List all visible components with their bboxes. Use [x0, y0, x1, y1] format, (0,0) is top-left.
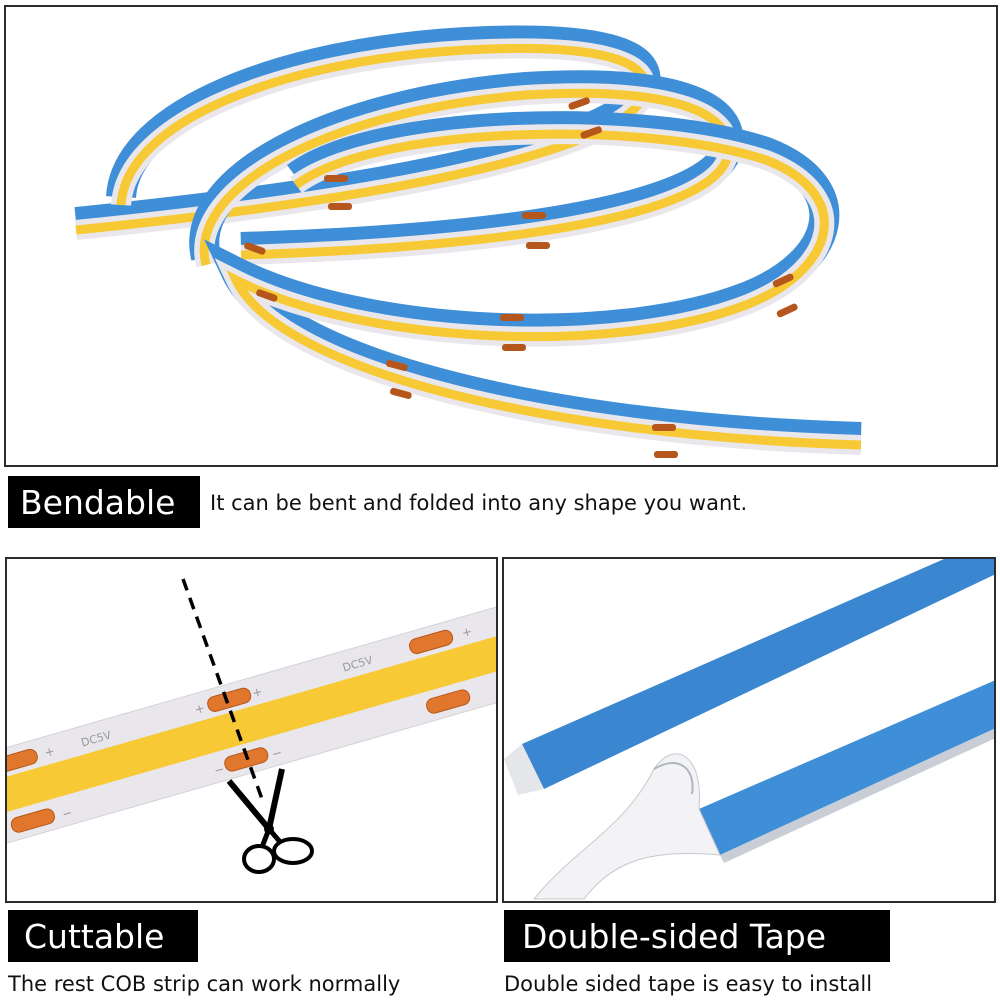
bendable-description: It can be bent and folded into any shape… — [210, 491, 748, 515]
straight-led-strip: DC5V DC5V + + + + − − − — [7, 593, 496, 855]
svg-text:+: + — [193, 701, 207, 717]
strip-loop-outer — [74, 25, 661, 240]
scissors-icon — [226, 768, 314, 874]
tape-photo — [502, 557, 996, 903]
svg-text:+: + — [43, 744, 57, 760]
svg-text:−: − — [60, 805, 74, 821]
peeled-tape-liner — [532, 753, 721, 900]
coiled-led-strip-illustration — [74, 25, 862, 458]
cuttable-description: The rest COB strip can work normally — [8, 972, 401, 996]
bendable-label: Bendable — [8, 476, 200, 528]
tape-label: Double-sided Tape — [504, 910, 890, 962]
svg-text:+: + — [250, 684, 264, 700]
cut-strip-illustration: DC5V DC5V + + + + − − − — [7, 578, 496, 874]
svg-text:−: − — [212, 762, 226, 778]
strip-loop-middle — [189, 70, 744, 268]
solder-pads — [244, 97, 798, 458]
strip-loop-inner — [203, 111, 862, 455]
bendable-photo — [4, 5, 998, 467]
tape-peel-illustration — [504, 559, 994, 900]
svg-text:−: − — [270, 745, 284, 761]
cuttable-photo: DC5V DC5V + + + + − − − — [5, 557, 498, 903]
tape-strip-lower — [699, 680, 994, 863]
cuttable-label: Cuttable — [8, 910, 198, 962]
tape-description: Double sided tape is easy to install — [504, 972, 873, 996]
svg-text:+: + — [460, 624, 474, 640]
tape-strip-upper — [504, 559, 994, 795]
